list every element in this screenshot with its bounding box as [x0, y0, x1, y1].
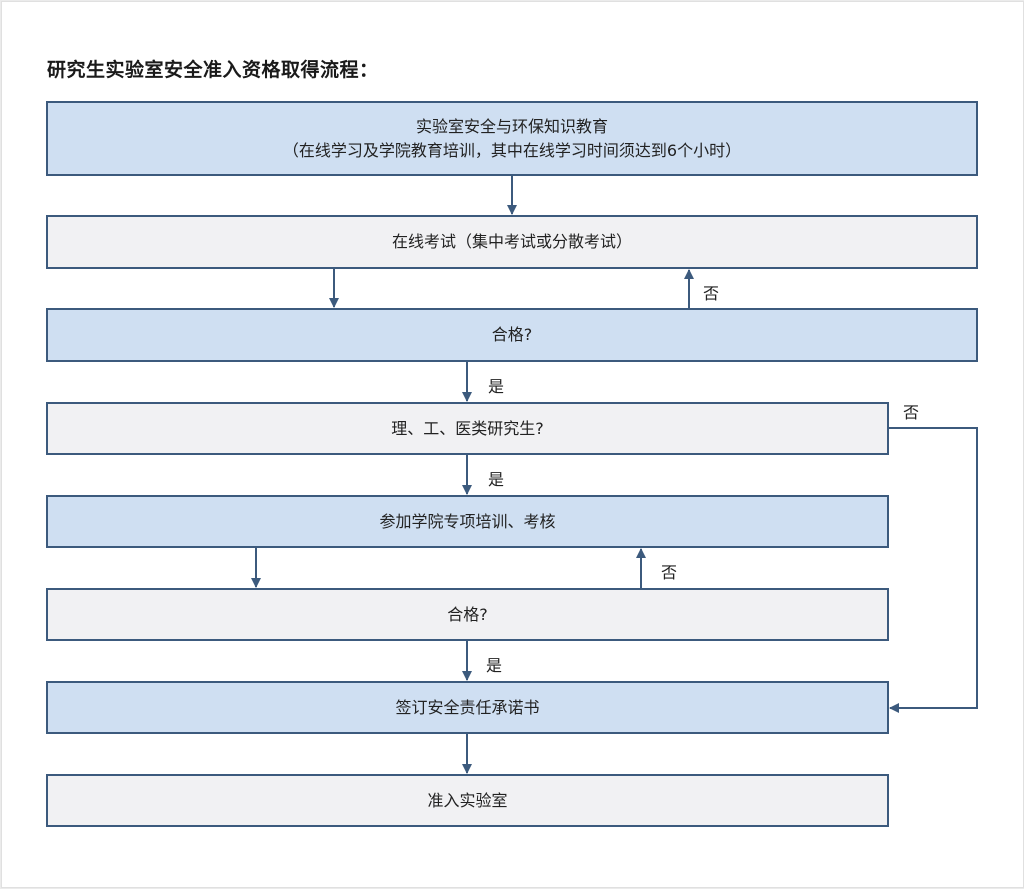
step-college-training: 参加学院专项培训、考核: [46, 495, 889, 548]
arrow-stem-no-to-sign: [889, 427, 978, 713]
step-safety-education-title: 实验室安全与环保知识教育: [415, 116, 608, 136]
step-sign-commitment-label: 签订安全责任承诺书: [395, 697, 540, 717]
edge-label-stem-no: 否: [903, 403, 920, 422]
step-college-training-label: 参加学院专项培训、考核: [379, 511, 556, 531]
decision-pass-1-label: 合格?: [491, 325, 533, 344]
step-safety-education: 实验室安全与环保知识教育 （在线学习及学院教育培训，其中在线学习时间须达到6个小…: [46, 101, 978, 176]
step-sign-commitment: 签订安全责任承诺书: [46, 681, 889, 734]
edge-label-pass-1-yes: 是: [488, 377, 505, 396]
edge-label-pass-2-yes: 是: [486, 656, 503, 675]
step-lab-access-label: 准入实验室: [427, 790, 508, 810]
edge-label-pass-2-no: 否: [661, 563, 678, 582]
step-safety-education-note: （在线学习及学院教育培训，其中在线学习时间须达到6个小时）: [282, 140, 742, 160]
decision-pass-2-label: 合格?: [447, 604, 488, 624]
decision-stem-student: 理、工、医类研究生?: [46, 402, 889, 455]
decision-stem-student-label: 理、工、医类研究生?: [391, 418, 544, 438]
decision-pass-2: 合格?: [46, 588, 889, 641]
step-lab-access: 准入实验室: [46, 774, 889, 827]
edge-label-stem-yes: 是: [488, 470, 505, 489]
decision-pass-1: 合格?: [46, 308, 978, 362]
step-online-exam-label: 在线考试（集中考试或分散考试）: [391, 232, 632, 251]
edge-label-pass-1-no: 否: [703, 284, 720, 303]
step-online-exam: 在线考试（集中考试或分散考试）: [46, 215, 978, 269]
page-title: 研究生实验室安全准入资格取得流程：: [47, 59, 379, 81]
